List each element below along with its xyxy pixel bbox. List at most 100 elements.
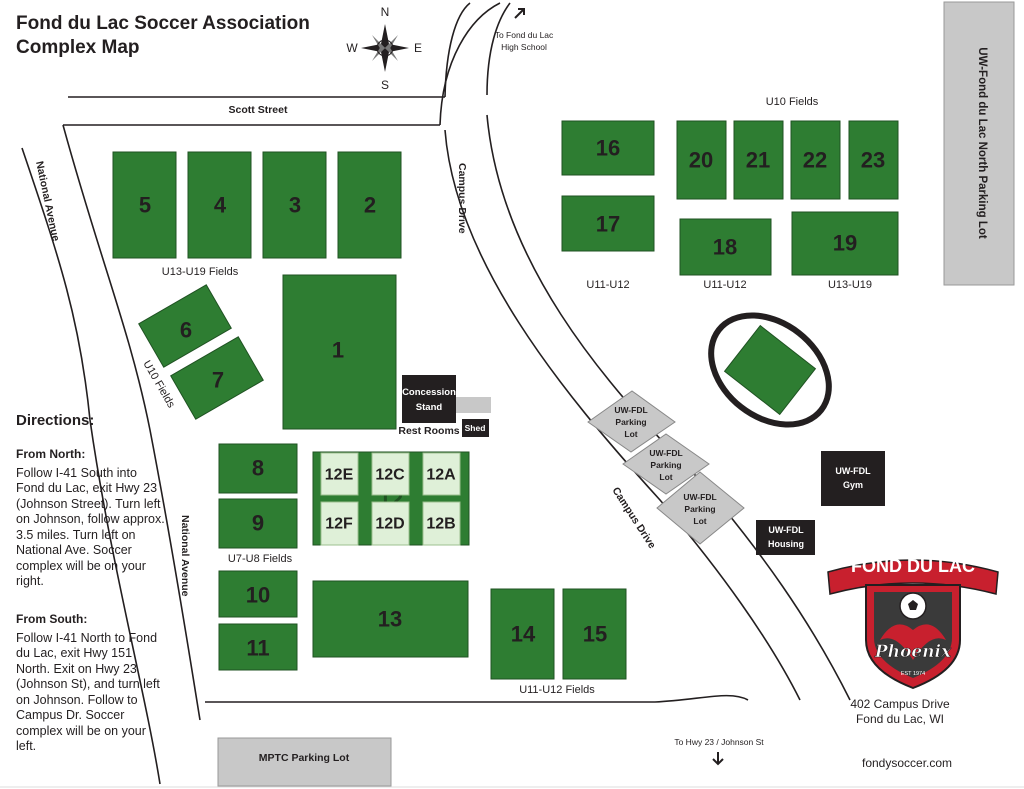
field-12f[interactable] — [320, 501, 359, 546]
field-12d-label: 12D — [375, 516, 404, 533]
field-12f-label: 12F — [325, 516, 353, 533]
field-16-label: 16 — [596, 136, 620, 161]
field-23[interactable] — [848, 120, 899, 200]
concession-line2: Stand — [416, 402, 443, 413]
parking-3-line2: Parking — [684, 504, 715, 514]
mptc-parking-lot: MPTC Parking Lot — [217, 737, 392, 787]
shed: Shed — [462, 419, 489, 437]
field-12c[interactable] — [371, 452, 410, 496]
field-22-label: 22 — [803, 148, 827, 173]
field-16[interactable] — [561, 120, 655, 176]
field-5[interactable] — [112, 151, 177, 259]
u11-u12-fields-label: U11-U12 Fields — [519, 684, 595, 696]
parking-2-line3: Lot — [659, 472, 672, 482]
field-15[interactable] — [562, 588, 627, 680]
address-line1: 402 Campus Drive — [850, 697, 950, 711]
directions-from-south: From South: Follow I-41 North to Fond du… — [16, 612, 166, 755]
field-18-label: 18 — [713, 235, 737, 260]
field-12d[interactable] — [371, 501, 410, 546]
logo-script: Phoenix — [874, 642, 952, 662]
from-north-title: From North: — [16, 447, 86, 461]
parking-1-line1: UW-FDL — [614, 405, 647, 415]
uw-fdl-parking-lot-2: UW-FDL Parking Lot — [622, 433, 710, 495]
field-1-label: 1 — [332, 338, 344, 363]
scott-street-label: Scott Street — [229, 104, 288, 116]
national-avenue-road — [21, 147, 161, 785]
field-13[interactable] — [312, 580, 469, 658]
shed-label: Shed — [465, 423, 486, 433]
field-12b[interactable] — [422, 501, 461, 546]
parking-2-line2: Parking — [650, 460, 681, 470]
field-7[interactable] — [170, 336, 264, 420]
field-4-label: 4 — [214, 193, 227, 218]
field-19[interactable] — [791, 211, 899, 276]
national-avenue-label-top: National Avenue — [33, 160, 62, 242]
u10-left-label: U10 Fields — [140, 359, 177, 411]
field-18[interactable] — [679, 218, 772, 276]
from-north-text: Follow I-41 South into Fond du Lac, exit… — [16, 465, 165, 589]
field-5-label: 5 — [139, 193, 151, 218]
field-3-label: 3 — [289, 193, 301, 218]
field-8[interactable] — [218, 443, 298, 494]
field-21[interactable] — [733, 120, 784, 200]
field-19-label: 19 — [833, 231, 857, 256]
u11-u12-label-b: U11-U12 — [703, 279, 746, 291]
field-7-label: 7 — [212, 368, 224, 393]
rest-rooms-label: Rest Rooms — [398, 425, 459, 437]
field-10[interactable] — [218, 570, 298, 618]
concession-stand: Concession Stand — [402, 375, 456, 423]
field-12a[interactable] — [422, 452, 461, 496]
stadium-field[interactable] — [723, 324, 817, 416]
compass-e: E — [414, 41, 422, 55]
parking-3-line3: Lot — [693, 516, 706, 526]
parking-3-line1: UW-FDL — [683, 492, 716, 502]
title-line2: Complex Map — [16, 37, 140, 58]
u13-u19-right-label: U13-U19 — [828, 279, 872, 291]
uw-fdl-housing: UW-FDL Housing — [756, 520, 815, 555]
field-15-label: 15 — [583, 622, 607, 647]
field-9[interactable] — [218, 498, 298, 549]
field-12a-label: 12A — [426, 467, 456, 484]
field-17[interactable] — [561, 195, 655, 252]
housing-line2: Housing — [768, 539, 804, 549]
campus-drive-label-bottom: Campus Drive — [609, 485, 658, 551]
field-6-label: 6 — [180, 318, 192, 343]
compass-s: S — [381, 78, 389, 92]
national-avenue-road-inner — [62, 124, 201, 721]
uw-fdl-gym: UW-FDL Gym — [821, 451, 885, 506]
field-1[interactable] — [282, 274, 397, 430]
compass-rose: N S W E — [346, 5, 422, 92]
from-south-text: Follow I-41 North to Fond du Lac, exit H… — [16, 630, 160, 754]
field-20-label: 20 — [689, 148, 713, 173]
field-group-u13-u19-left: 5 4 3 2 U13-U19 Fields — [112, 151, 402, 278]
field-20[interactable] — [676, 120, 727, 200]
website-link[interactable]: fondysoccer.com — [862, 756, 953, 770]
field-12e[interactable] — [320, 452, 359, 496]
gym-line1: UW-FDL — [835, 466, 871, 476]
field-23-label: 23 — [861, 148, 885, 173]
field-2[interactable] — [337, 151, 402, 259]
parking-1-line2: Parking — [615, 417, 646, 427]
field-4[interactable] — [187, 151, 252, 259]
field-6[interactable] — [138, 284, 232, 368]
phoenix-icon — [880, 624, 946, 660]
from-south-title: From South: — [16, 612, 88, 626]
u13-u19-left-label: U13-U19 Fields — [162, 266, 239, 278]
national-avenue-label-bottom: National Avenue — [179, 515, 191, 597]
field-12b-label: 12B — [426, 516, 455, 533]
field-22[interactable] — [790, 120, 841, 200]
campus-drive-road-east — [486, 2, 511, 96]
field-14[interactable] — [490, 588, 555, 680]
compass-n: N — [381, 5, 390, 19]
field-11[interactable] — [218, 623, 298, 671]
field-12-group: 12 12E 12C 12A 12F 12D 12B — [312, 451, 470, 546]
field-3[interactable] — [262, 151, 327, 259]
to-hwy-23: To Hwy 23 / Johnson St — [674, 737, 764, 766]
parking-2-line1: UW-FDL — [649, 448, 682, 458]
directions-heading: Directions: — [16, 412, 95, 429]
concession-line1: Concession — [402, 387, 456, 398]
compass-w: W — [346, 41, 358, 55]
field-13-label: 13 — [378, 607, 402, 632]
parking-1-line3: Lot — [624, 429, 637, 439]
mptc-label: MPTC Parking Lot — [259, 752, 350, 764]
